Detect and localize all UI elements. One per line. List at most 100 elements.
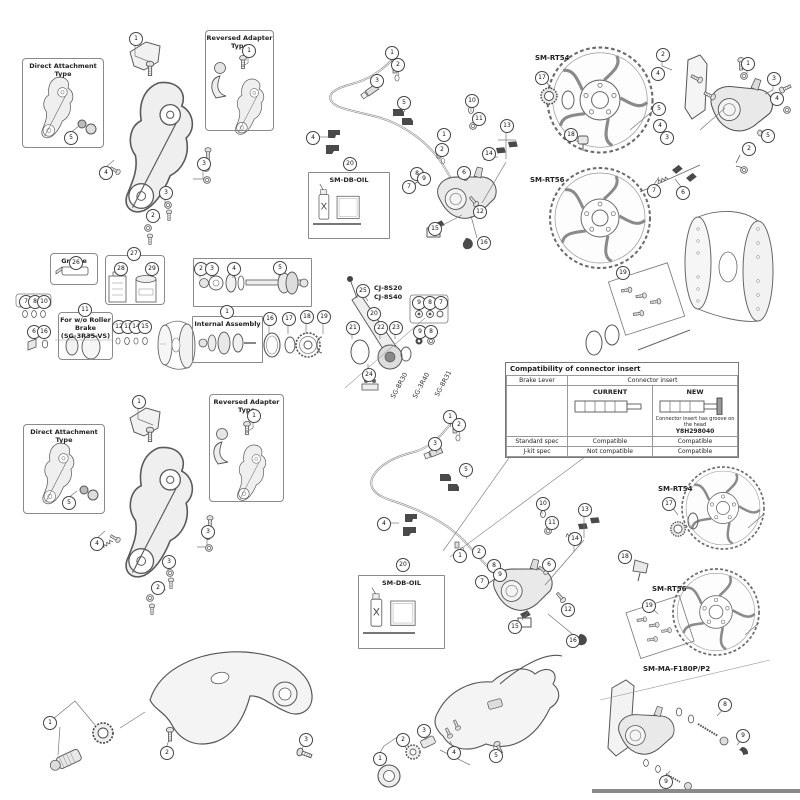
reversed-adapter-box-top: Reversed Adapter Type	[205, 30, 274, 131]
callout-20: 20	[367, 307, 381, 321]
rotor-rt54-bottom-drawing	[632, 465, 766, 582]
rear-derailleur-bottom-drawing	[42, 407, 267, 615]
table-cell: J-kit spec	[506, 446, 568, 457]
brake-lever-middle-drawing	[377, 654, 563, 788]
table-cell: Compatible	[652, 436, 738, 447]
direct-attachment-box-bottom: Direct Attachment Type	[23, 424, 105, 514]
callout-27: 27	[127, 247, 141, 261]
callout-7: 7	[475, 575, 489, 589]
callout-22: 22	[374, 321, 388, 335]
box-label: For w/o Roller Brake	[60, 316, 111, 333]
callout-6: 6	[457, 166, 471, 180]
callout-3: 3	[197, 157, 211, 171]
new-connector-cell: NEW Connector insert has groove on the h…	[652, 385, 738, 437]
callout-3: 3	[201, 525, 215, 539]
callout-1: 1	[373, 752, 387, 766]
current-connector-cell: CURRENT	[567, 385, 653, 437]
table-header-row: Brake Lever Connector insert	[506, 375, 738, 386]
hub-exploded-drawing	[15, 256, 449, 391]
callout-1: 1	[129, 32, 143, 46]
callout-2: 2	[656, 48, 670, 62]
callout-2: 2	[391, 58, 405, 72]
roller-brake-box: For w/o Roller Brake (SG-3R35-VS)	[58, 312, 113, 360]
callout-2: 2	[396, 733, 410, 747]
model-label-rt54-bottom: SM-RT54	[658, 485, 693, 493]
box-label: SM-DB-OIL	[329, 176, 369, 184]
callout-3: 3	[428, 437, 442, 451]
callout-20: 20	[343, 157, 357, 171]
callout-19: 19	[616, 266, 630, 280]
callout-13: 13	[578, 503, 592, 517]
oil-kit-art	[313, 184, 361, 226]
callout-6: 6	[542, 558, 556, 572]
direct-attachment-box-top: Direct Attachment Type	[22, 58, 104, 148]
oil-kit-box-top: SM-DB-OIL	[308, 172, 390, 239]
model-label-cj2: CJ-8S40	[374, 293, 403, 301]
callout-1: 1	[43, 716, 57, 730]
callout-1: 1	[220, 305, 234, 319]
callout-29: 29	[145, 262, 159, 276]
callout-5: 5	[489, 749, 503, 763]
oil-kit-box-bottom: SM-DB-OIL	[358, 575, 445, 649]
callout-4: 4	[651, 67, 665, 81]
compatibility-table: Compatibility of connector insert Brake …	[505, 362, 739, 458]
callout-4: 4	[447, 746, 461, 760]
callout-9: 9	[659, 775, 673, 789]
callout-4: 4	[653, 119, 667, 133]
connector-current-graphic	[574, 400, 642, 413]
callout-6: 6	[676, 186, 690, 200]
callout-9: 9	[736, 729, 750, 743]
box-label: Internal Assembly	[194, 320, 261, 328]
axle-assembly-box	[193, 258, 312, 307]
rotor-rt56-bottom-drawing	[625, 567, 761, 659]
callout-20: 20	[396, 558, 410, 572]
callout-10: 10	[37, 295, 51, 309]
callout-4: 4	[306, 131, 320, 145]
callout-19: 19	[317, 310, 331, 324]
callout-7: 7	[402, 180, 416, 194]
callout-2: 2	[452, 418, 466, 432]
new-label: NEW	[686, 388, 704, 396]
callout-2: 2	[742, 142, 756, 156]
callout-15: 15	[508, 620, 522, 634]
callout-3: 3	[159, 186, 173, 200]
callout-16: 16	[37, 325, 51, 339]
image-edge-artifact	[592, 789, 800, 793]
callout-2: 2	[472, 545, 486, 559]
box-label: Direct Attachment Type	[30, 428, 98, 445]
callout-8: 8	[424, 325, 438, 339]
callout-8: 8	[718, 698, 732, 712]
callout-7: 7	[647, 184, 661, 198]
callout-5: 5	[62, 496, 76, 510]
callout-1: 1	[247, 409, 261, 423]
table-title: Compatibility of connector insert	[510, 365, 641, 373]
callout-15: 15	[428, 222, 442, 236]
callout-16: 16	[263, 312, 277, 326]
callout-5: 5	[64, 131, 78, 145]
callout-1: 1	[242, 44, 256, 58]
callout-11: 11	[472, 112, 486, 126]
current-label: CURRENT	[592, 388, 628, 396]
callout-21: 21	[346, 321, 360, 335]
callout-11: 11	[78, 303, 92, 317]
model-label-rt56-top: SM-RT56	[530, 176, 565, 184]
callout-26: 26	[69, 256, 83, 270]
new-connector-note: Connector insert has groove on the head	[655, 416, 735, 428]
callout-11: 11	[545, 516, 559, 530]
callout-17: 17	[282, 312, 296, 326]
callout-4: 4	[227, 262, 241, 276]
brake-lever-left-drawing	[49, 651, 314, 771]
callout-3: 3	[660, 131, 674, 145]
table-cell: Compatible	[567, 436, 653, 447]
model-label-rt54-top: SM-RT54	[535, 54, 570, 62]
callout-5: 5	[652, 102, 666, 116]
callout-9: 9	[417, 172, 431, 186]
callout-5: 5	[761, 129, 775, 143]
callout-4: 4	[377, 517, 391, 531]
callout-3: 3	[370, 74, 384, 88]
connector-graphic-row: CURRENT NEW	[506, 385, 738, 437]
callout-1: 1	[132, 395, 146, 409]
